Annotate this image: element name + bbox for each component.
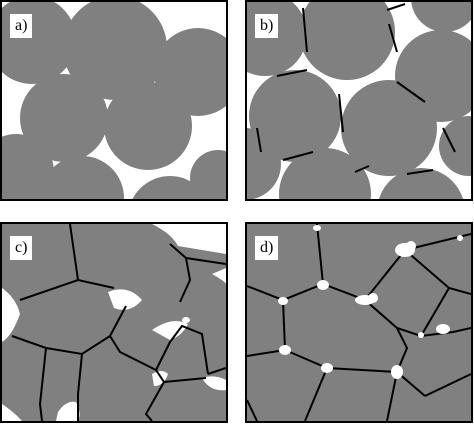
- pore: [152, 224, 226, 254]
- grain-boundary: [364, 299, 454, 338]
- grain-boundary: [69, 224, 79, 281]
- panel-d-grains: [247, 224, 471, 421]
- grain-boundary: [386, 371, 398, 421]
- grain-boundary: [207, 367, 226, 375]
- grain-matrix: [2, 224, 226, 421]
- panel-a: a): [0, 0, 228, 201]
- grain: [63, 2, 167, 100]
- pore: [368, 293, 378, 303]
- grain: [190, 150, 226, 199]
- grain: [279, 148, 371, 199]
- grain-boundary: [338, 93, 344, 133]
- grain-boundary: [396, 81, 426, 103]
- pore: [152, 321, 188, 340]
- grain-boundary: [406, 169, 434, 175]
- grain-boundary: [169, 324, 209, 375]
- panel-label: b): [255, 14, 279, 38]
- panel-label: c): [10, 236, 33, 260]
- pore: [279, 345, 291, 355]
- grain-boundary: [11, 335, 111, 356]
- pore: [418, 332, 424, 338]
- grain: [439, 116, 471, 176]
- grain-boundary: [38, 347, 47, 421]
- pore: [391, 365, 403, 379]
- pore: [457, 235, 463, 241]
- grain-boundary: [420, 287, 450, 337]
- grain-boundary: [256, 127, 262, 153]
- grain-boundary: [386, 3, 406, 11]
- pore: [182, 317, 190, 323]
- pore: [321, 363, 333, 373]
- grain: [20, 74, 108, 162]
- grain-boundary: [19, 278, 115, 301]
- grain-boundary: [354, 165, 370, 173]
- grain-boundary: [247, 399, 258, 421]
- grain-boundary: [109, 335, 157, 371]
- grain: [40, 156, 124, 199]
- pore: [202, 376, 226, 391]
- grain-boundary: [442, 127, 456, 153]
- pore: [406, 241, 416, 251]
- grain-boundary: [276, 69, 308, 77]
- grain-boundary: [163, 377, 207, 383]
- pore: [212, 268, 226, 284]
- grain-boundary: [77, 353, 83, 421]
- grain-boundary: [144, 369, 166, 421]
- pore: [317, 280, 329, 290]
- pore: [152, 371, 168, 386]
- grain: [341, 80, 437, 176]
- grain: [132, 176, 208, 199]
- pore: [278, 297, 288, 305]
- grain-boundary: [304, 367, 328, 421]
- grain-boundary: [388, 23, 398, 53]
- panel-c-grains: [2, 224, 226, 421]
- grain-boundary: [424, 373, 471, 397]
- grain-boundary: [302, 7, 308, 53]
- grain: [411, 2, 471, 32]
- grain-boundary: [282, 299, 286, 351]
- panel-b: b): [245, 0, 473, 201]
- grain-boundary: [247, 282, 366, 302]
- grain-boundary: [395, 327, 426, 397]
- grain: [378, 168, 464, 199]
- grain: [249, 70, 341, 162]
- grain: [104, 82, 192, 170]
- pore: [108, 289, 142, 310]
- pore: [2, 288, 20, 342]
- panel-label: a): [10, 14, 33, 38]
- panel-label: d): [255, 236, 279, 260]
- pore: [313, 225, 321, 231]
- grain: [247, 128, 281, 199]
- panel-b-grains: [247, 2, 471, 199]
- grain-boundary: [155, 341, 171, 371]
- pore: [436, 324, 450, 334]
- panel-d: d): [245, 222, 473, 423]
- grain-boundary: [452, 327, 471, 333]
- pore: [56, 401, 80, 421]
- grain: [2, 134, 54, 199]
- panel-a-grains: [2, 2, 226, 199]
- grain-matrix: [247, 224, 471, 421]
- pore: [2, 404, 22, 421]
- panel-c: c): [0, 222, 228, 423]
- grain: [299, 2, 395, 80]
- grain-boundary: [179, 257, 192, 303]
- grain-boundary: [316, 224, 324, 285]
- grain-boundary: [282, 151, 314, 161]
- grain-boundary: [247, 348, 398, 373]
- grain-boundary: [109, 305, 127, 337]
